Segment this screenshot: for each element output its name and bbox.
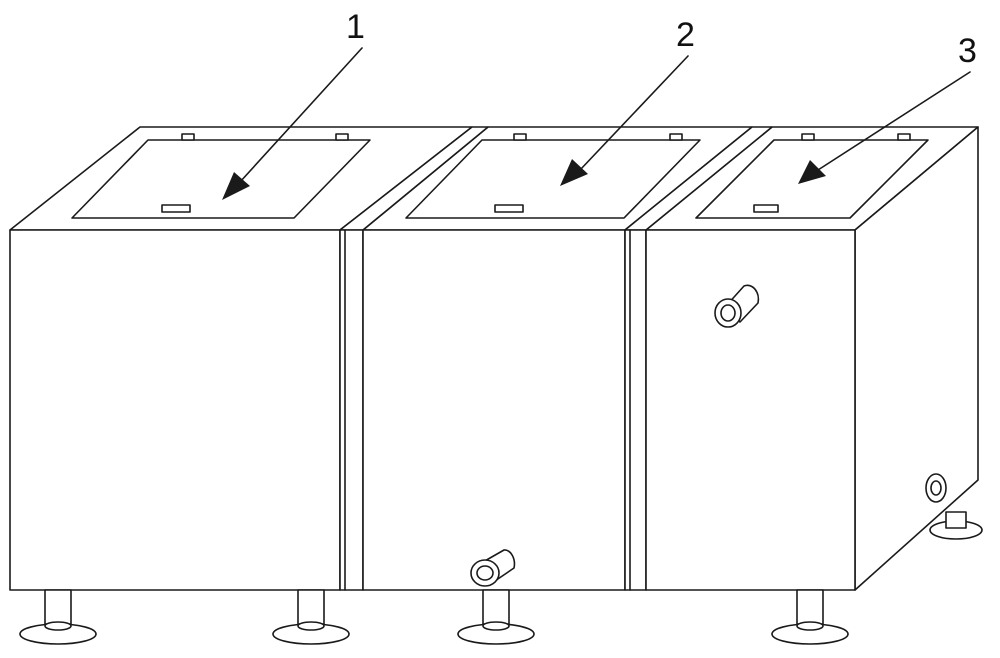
tank-3-front-face: [645, 229, 856, 591]
foot-4: [771, 589, 849, 645]
callout-2-leader: [560, 55, 689, 186]
tank-1-hinge-right: [335, 133, 349, 141]
tank-3-hinge-right: [897, 133, 911, 141]
front-separator-2: [624, 229, 647, 591]
foot-3: [457, 589, 535, 645]
tank-2-front-face: [362, 229, 626, 591]
callout-label-2: 2: [676, 16, 695, 54]
callout-label-1: 1: [346, 8, 365, 46]
tank-3-hinge-left: [801, 133, 815, 141]
callout-3-leader: [798, 71, 971, 184]
tank-2-hinge-left: [513, 133, 527, 141]
tank-2-hinge-right: [669, 133, 683, 141]
tank-1-hinge-left: [181, 133, 195, 141]
tank-1-lid: [71, 133, 371, 219]
tank-1-front-face: [9, 229, 341, 591]
callout-label-3: 3: [958, 32, 977, 70]
foot-2: [272, 589, 350, 645]
callout-1-leader: [222, 47, 363, 200]
tank-2-lid: [405, 133, 701, 219]
tank-3-lid-handle: [753, 204, 779, 213]
tank-2-lower-pipe: [470, 549, 516, 587]
front-separator-1: [339, 229, 364, 591]
foot-5-rear: [929, 511, 983, 540]
tank-1-lid-handle: [161, 204, 191, 213]
tank-3-side-valve: [925, 473, 947, 503]
foot-1: [19, 589, 97, 645]
tank-3-upper-pipe: [714, 284, 760, 328]
tank-3-lid: [695, 133, 929, 219]
tank-2-lid-handle: [494, 204, 524, 213]
